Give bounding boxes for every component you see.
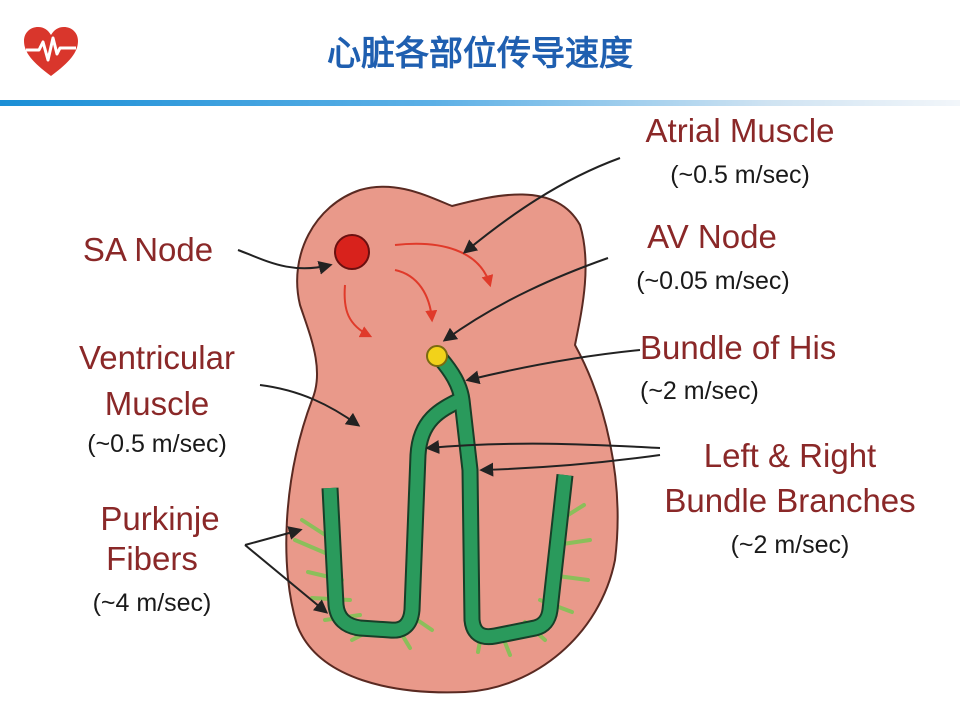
- av-node-pointer: [442, 257, 609, 342]
- atrial-conduction-arrow: [394, 269, 438, 323]
- bundle-branch-pointer-right: [479, 454, 661, 477]
- purkinje-fibers-label-line1: Purkinje: [100, 500, 219, 537]
- bundle-of-his-pointer: [465, 349, 641, 385]
- title-underline: [0, 100, 960, 106]
- ventricular-muscle-label-line2: Muscle: [105, 385, 210, 422]
- bundle-branch-pointer-left: [425, 440, 661, 455]
- atrial-muscle-speed: (~0.5 m/sec): [670, 161, 810, 189]
- bundle-of-his-speed: (~2 m/sec): [640, 377, 759, 405]
- bundle-of-his-label: Bundle of His: [640, 329, 836, 366]
- purkinje-pointer-upper: [244, 526, 303, 546]
- atrial-conduction-arrow: [394, 242, 494, 288]
- purkinje-fibers-speed: (~4 m/sec): [93, 589, 212, 617]
- av-node: [426, 345, 448, 367]
- sa-node: [334, 234, 370, 270]
- purkinje-fibers-label-line2: Fibers: [106, 540, 198, 577]
- ventricular-muscle-pointer: [259, 384, 361, 427]
- bundle-branches-speed: (~2 m/sec): [731, 531, 850, 559]
- bundle-branches-label-line2: Bundle Branches: [664, 482, 915, 519]
- av-node-label: AV Node: [647, 218, 777, 255]
- heart-outline: [285, 185, 619, 694]
- atrial-muscle-pointer: [462, 157, 621, 254]
- sa-node-label: SA Node: [83, 231, 213, 268]
- heart-ecg-icon: [24, 27, 78, 76]
- atrial-conduction-arrow: [343, 284, 373, 338]
- av-node-speed: (~0.05 m/sec): [636, 267, 790, 295]
- bundle-branches: [321, 352, 574, 646]
- purkinje-pointer-lower: [244, 544, 329, 614]
- bundle-branches-label-line1: Left & Right: [704, 437, 876, 474]
- ventricular-muscle-speed: (~0.5 m/sec): [87, 430, 227, 458]
- sa-node-pointer: [237, 249, 333, 275]
- ventricular-muscle-label-line1: Ventricular: [79, 339, 235, 376]
- atrial-muscle-label: Atrial Muscle: [646, 112, 835, 149]
- page-title: 心脏各部位传导速度: [327, 34, 633, 74]
